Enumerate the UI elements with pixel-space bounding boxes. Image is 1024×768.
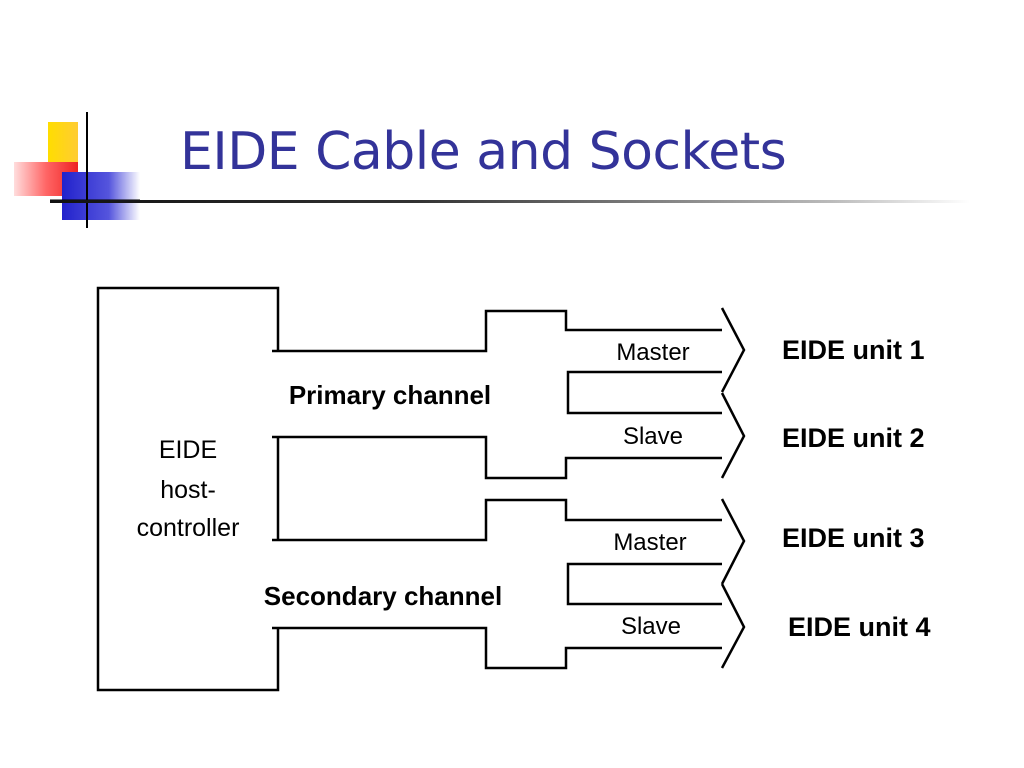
secondary-slave-arrow [720,583,746,669]
primary-slave-label: Slave [623,423,683,450]
eide-unit-2-label: EIDE unit 2 [782,423,925,453]
logo-yellow-square [48,122,78,164]
secondary-master-arrow [720,498,746,585]
secondary-slave-label: Slave [621,613,681,640]
eide-unit-1-label: EIDE unit 1 [782,335,925,365]
primary-master-wire [272,309,722,353]
primary-master-arrow [720,307,746,393]
host-controller-box [96,286,280,692]
eide-unit-3-label: EIDE unit 3 [782,523,925,553]
secondary-master-wire [272,498,722,542]
primary-slave-wire [272,435,722,480]
logo-blue-bar [62,172,140,220]
host-label-line-2: host- [160,476,216,504]
secondary-master-label: Master [613,529,686,556]
title-underline [50,200,970,203]
primary-channel-label: Primary channel [289,380,491,410]
slide-title: EIDE Cable and Sockets [180,122,787,182]
eide-unit-4-label: EIDE unit 4 [788,612,931,642]
host-label-line-3: controller [137,514,240,542]
secondary-channel-label: Secondary channel [264,581,502,611]
primary-master-label: Master [616,339,689,366]
secondary-slave-wire [272,626,722,670]
host-label-line-1: EIDE [159,436,217,464]
primary-master-bracket [566,370,722,415]
primary-slave-arrow [720,392,746,479]
secondary-master-bracket [566,562,722,606]
